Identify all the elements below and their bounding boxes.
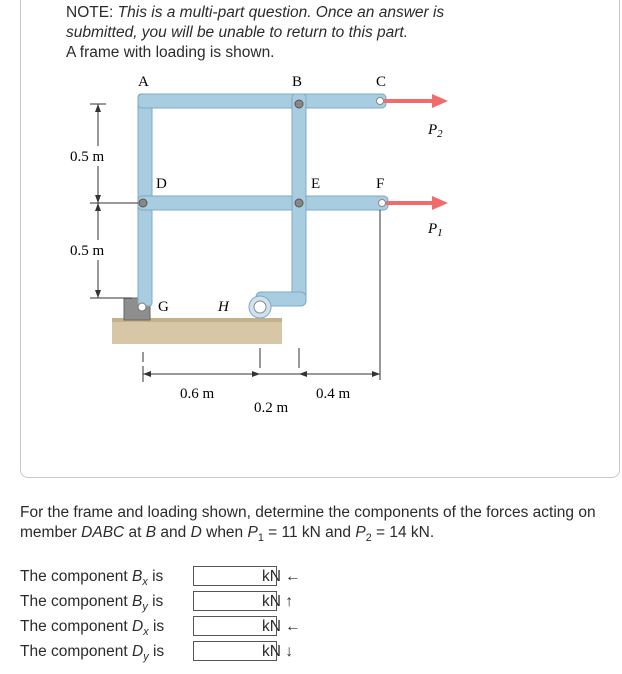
dim-label-upper: 0.5 m xyxy=(70,149,105,165)
member-abc xyxy=(137,93,387,109)
answer-prefix: The component xyxy=(20,643,133,660)
problem-text-f: = 14 kN. xyxy=(371,524,435,541)
problem-text-b: at xyxy=(124,524,146,541)
answer-input-dy[interactable] xyxy=(193,641,277,661)
answer-label-bx: The component Bx is xyxy=(20,568,163,588)
answer-sub: x xyxy=(142,576,148,589)
problem-p1: P xyxy=(247,524,258,541)
answer-unit-dx: kN ← xyxy=(262,618,301,635)
label-p1: P1 xyxy=(427,221,443,239)
answer-sub: y xyxy=(143,651,149,664)
answer-unit-by: kN ↑ xyxy=(262,593,293,610)
arrow-p2-head xyxy=(432,94,448,108)
label-a: A xyxy=(138,74,149,90)
dim-arrow-2 xyxy=(95,195,101,203)
answer-suffix: is xyxy=(147,593,164,610)
frame-diagram: A B C D E F G H P2 P1 0.5 m 0.5 m 0.6 m … xyxy=(68,74,448,416)
note-line-2: submitted, you will be unable to return … xyxy=(66,24,409,41)
answer-suffix: is xyxy=(148,618,165,635)
dim-harrow-1 xyxy=(143,371,151,377)
answer-unit-bx: kN ← xyxy=(262,568,301,585)
answer-prefix: The component xyxy=(20,618,133,635)
answer-label-dx: The component Dx is xyxy=(20,618,164,638)
label-b: B xyxy=(292,74,302,90)
answer-input-dx[interactable] xyxy=(193,616,277,636)
dim-label-lower: 0.5 m xyxy=(70,243,105,259)
answer-var: D xyxy=(132,643,144,660)
label-g: G xyxy=(158,299,169,315)
pin-d xyxy=(138,198,148,208)
answer-suffix: is xyxy=(147,568,164,585)
problem-text-c: and xyxy=(156,524,191,541)
answer-suffix: is xyxy=(148,643,165,660)
problem-statement: For the frame and loading shown, determi… xyxy=(20,503,620,548)
problem-p2: P xyxy=(355,524,366,541)
dim-harrow-4 xyxy=(372,371,380,377)
problem-text-a: For the frame and loading shown, determi… xyxy=(20,504,596,541)
member-def xyxy=(137,195,389,211)
ground-top xyxy=(112,318,282,322)
problem-point-b: B xyxy=(145,524,157,541)
pin-b xyxy=(294,99,304,109)
note-line-1: This is a multi-part question. Once an a… xyxy=(117,4,445,21)
dim-label-bg-2 xyxy=(68,240,128,260)
label-f: F xyxy=(376,176,384,192)
roller-h-inner xyxy=(253,300,267,314)
note-block: NOTE: This is a multi-part question. Onc… xyxy=(66,3,444,63)
note-prefix: NOTE: xyxy=(66,4,118,21)
label-d: D xyxy=(156,176,167,192)
problem-text-e: = 11 kN and xyxy=(263,524,356,541)
answer-unit-dy: kN ↓ xyxy=(262,643,293,660)
dim-label-span2: 0.2 m xyxy=(254,400,289,416)
answer-var: B xyxy=(132,593,143,610)
figure-container xyxy=(20,0,620,478)
label-c: C xyxy=(376,74,386,90)
dim-harrow-2 xyxy=(252,371,260,377)
problem-text-d: when xyxy=(201,524,248,541)
dim-arrow-1 xyxy=(95,104,101,112)
answer-sub: y xyxy=(142,601,148,614)
arrow-p1-head xyxy=(432,196,448,210)
pin-e xyxy=(294,198,304,208)
label-p2: P2 xyxy=(427,122,443,140)
answer-input-bx[interactable] xyxy=(193,566,277,586)
pin-c xyxy=(376,97,384,105)
ground-base xyxy=(112,320,282,344)
problem-p2-sub: 2 xyxy=(365,532,372,545)
answer-var: B xyxy=(132,568,143,585)
dim-arrow-4 xyxy=(95,290,101,298)
note-line-3: A frame with loading is shown. xyxy=(66,44,275,61)
dim-label-span1: 0.6 m xyxy=(180,386,215,402)
label-e: E xyxy=(311,176,320,192)
answer-var: D xyxy=(132,618,144,635)
dim-label-span3: 0.4 m xyxy=(316,386,351,402)
problem-member: DABC xyxy=(81,524,125,541)
problem-p1-sub: 1 xyxy=(257,532,264,545)
answer-prefix: The component xyxy=(20,593,133,610)
answer-prefix: The component xyxy=(20,568,133,585)
answer-label-by: The component By is xyxy=(20,593,163,613)
pin-g xyxy=(137,302,147,312)
dim-label-bg-1 xyxy=(68,146,128,166)
dim-harrow-3 xyxy=(299,371,307,377)
pin-f xyxy=(378,199,386,207)
answer-sub: x xyxy=(143,626,149,639)
answer-input-by[interactable] xyxy=(193,591,277,611)
problem-point-d: D xyxy=(190,524,202,541)
label-h: H xyxy=(217,299,230,315)
answer-label-dy: The component Dy is xyxy=(20,643,164,663)
dim-arrow-3 xyxy=(95,203,101,211)
